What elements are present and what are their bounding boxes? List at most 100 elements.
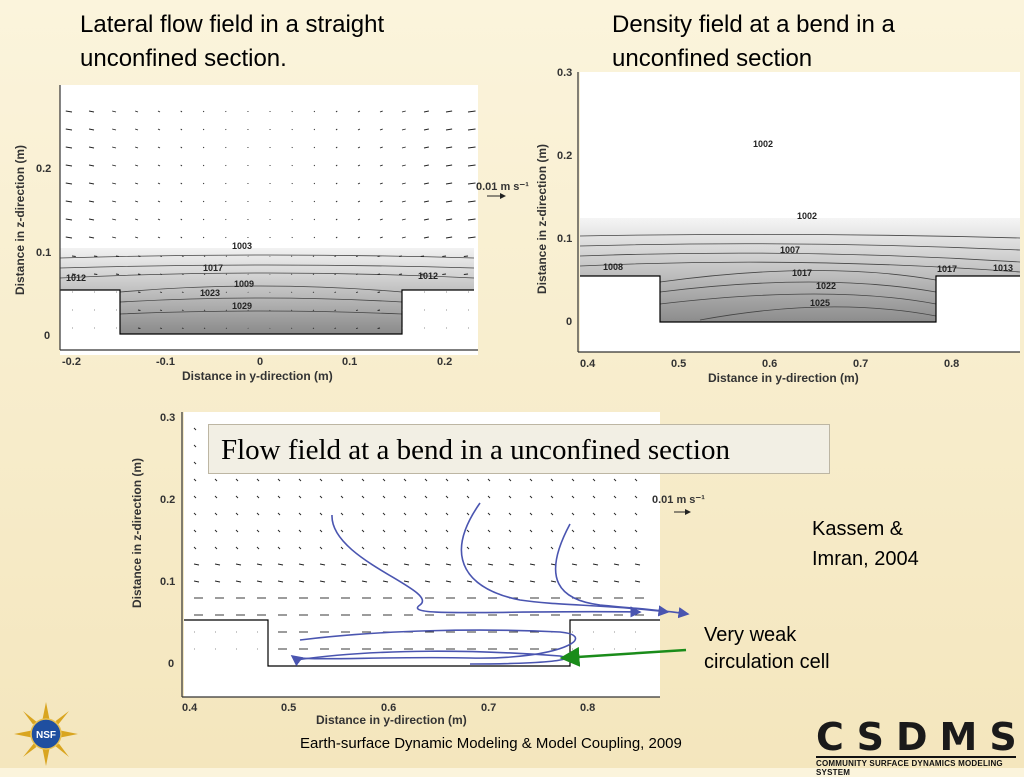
tl-contour-label: 1029: [232, 301, 252, 311]
tr-ytick: 0: [566, 316, 572, 328]
tr-ytick: 0.3: [557, 67, 572, 79]
tr-contour-label: 1022: [816, 281, 836, 291]
velocity-arrow: [291, 274, 292, 275]
nsf-logo: NSF: [14, 702, 78, 766]
b-ytick: 0.2: [160, 494, 175, 506]
tr-xtick: 0.7: [853, 358, 868, 370]
velocity-arrow: [356, 256, 358, 257]
velocity-arrow: [94, 256, 97, 257]
velocity-arrow: [226, 292, 227, 293]
velocity-arrow: [378, 256, 380, 257]
tl-contour-label: 1012: [66, 273, 86, 283]
tr-contour-label: 1025: [810, 298, 830, 308]
tr-ytick: 0.2: [557, 150, 572, 162]
velocity-arrow: [421, 256, 424, 257]
tl-contour-label: 1012: [418, 271, 438, 281]
tr-xtick: 0.5: [671, 358, 686, 370]
velocity-arrow: [464, 256, 468, 257]
top-right-panel: 1002 1002 1007 1008 1017 1017 1013 1022 …: [535, 67, 1020, 385]
velocity-arrow: [138, 274, 140, 275]
velocity-arrow: [314, 237, 315, 238]
tr-contour-label: 1013: [993, 263, 1013, 273]
velocity-arrow: [464, 274, 468, 275]
velocity-arrow: [314, 129, 315, 130]
top-left-y-label: Distance in z-direction (m): [13, 145, 27, 295]
velocity-arrow: [160, 292, 162, 293]
tr-xtick: 0.8: [944, 358, 959, 370]
velocity-arrow: [291, 328, 292, 329]
velocity-arrow: [314, 219, 315, 220]
velocity-arrow: [138, 310, 140, 311]
velocity-arrow: [334, 274, 336, 275]
velocity-arrow: [116, 256, 119, 257]
tl-contour-label: 1003: [232, 241, 252, 251]
velocity-arrow: [313, 310, 314, 311]
tr-contour-label: 1017: [937, 264, 957, 274]
velocity-arrow: [116, 274, 119, 275]
tr-contour-label: 1017: [792, 268, 812, 278]
velocity-arrow: [378, 292, 380, 293]
tl-xtick: -0.1: [156, 356, 175, 368]
velocity-arrow: [94, 274, 97, 275]
tl-xtick: 0: [257, 356, 263, 368]
velocity-arrow: [160, 274, 162, 275]
velocity-arrow: [314, 165, 315, 166]
tl-xtick: 0.2: [437, 356, 452, 368]
csdms-logo-subtitle: COMMUNITY SURFACE DYNAMICS MODELING SYST…: [816, 756, 1016, 777]
footer-text: Earth-surface Dynamic Modeling & Model C…: [300, 735, 682, 752]
b-xtick: 0.8: [580, 702, 595, 714]
tl-contour-label: 1017: [203, 263, 223, 273]
b-ytick: 0.1: [160, 576, 175, 588]
velocity-arrow: [182, 328, 184, 329]
b-ytick: 0.3: [160, 412, 175, 424]
tl-contour-label: 1009: [234, 279, 254, 289]
velocity-arrow: [314, 201, 315, 202]
velocity-arrow: [203, 111, 204, 112]
velocity-arrow: [226, 328, 227, 329]
tr-xtick: 0.6: [762, 358, 777, 370]
velocity-arrow: [378, 328, 380, 329]
bottom-y-label: Distance in z-direction (m): [130, 458, 144, 608]
citation: Kassem & Imran, 2004: [812, 514, 919, 574]
velocity-arrow: [291, 292, 292, 293]
csdms-logo: CSDMS COMMUNITY SURFACE DYNAMICS MODELIN…: [816, 718, 1016, 768]
velocity-arrow: [160, 256, 162, 257]
velocity-arrow: [203, 237, 204, 238]
top-left-x-label: Distance in y-direction (m): [182, 369, 333, 383]
velocity-arrow: [204, 256, 205, 257]
velocity-arrow: [72, 256, 76, 257]
velocity-arrow: [182, 256, 184, 257]
velocity-arrow: [334, 328, 336, 329]
velocity-arrow: [314, 183, 315, 184]
nsf-logo-text: NSF: [36, 730, 56, 741]
velocity-arrow: [226, 310, 227, 311]
tl-ytick: 0.1: [36, 247, 51, 259]
velocity-arrow: [313, 274, 314, 275]
velocity-arrow: [138, 328, 140, 329]
velocity-arrow: [204, 328, 205, 329]
velocity-arrow: [313, 256, 314, 257]
velocity-arrow: [334, 310, 336, 311]
velocity-arrow: [203, 165, 204, 166]
velocity-arrow: [226, 274, 227, 275]
tr-ytick: 0.1: [557, 233, 572, 245]
b-xtick: 0.4: [182, 702, 198, 714]
velocity-arrow: [203, 201, 204, 202]
top-left-scale-label: 0.01 m s⁻¹: [476, 181, 529, 193]
velocity-arrow: [204, 310, 205, 311]
bottom-caption: Flow field at a bend in a unconfined sec…: [208, 424, 830, 474]
velocity-arrow: [314, 147, 315, 148]
circulation-cell-note: Very weak circulation cell: [704, 622, 830, 676]
velocity-arrow: [138, 256, 140, 257]
bottom-x-label: Distance in y-direction (m): [316, 713, 467, 727]
tl-ytick: 0.2: [36, 163, 51, 175]
velocity-arrow: [313, 328, 314, 329]
velocity-arrow: [182, 310, 184, 311]
top-right-x-label: Distance in y-direction (m): [708, 371, 859, 385]
velocity-arrow: [313, 292, 314, 293]
velocity-arrow: [442, 274, 446, 275]
velocity-arrow: [442, 256, 446, 257]
tl-ytick: 0: [44, 330, 50, 342]
tr-contour-label: 1002: [753, 139, 773, 149]
